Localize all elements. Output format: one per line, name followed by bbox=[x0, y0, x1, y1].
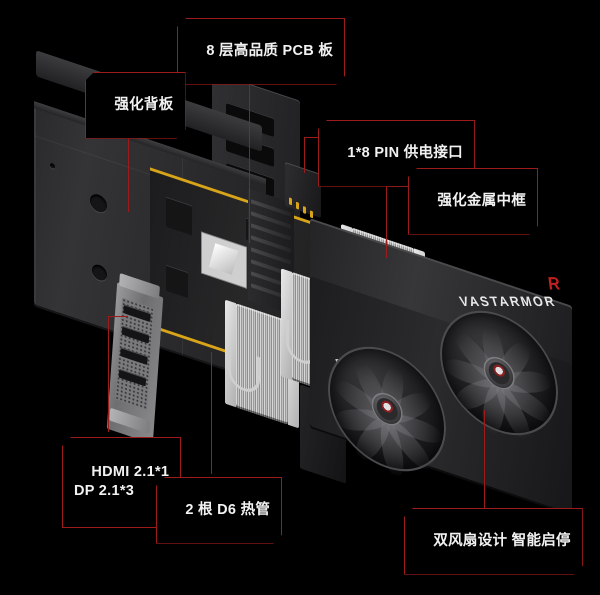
gpu-die bbox=[202, 232, 246, 288]
brand-wordmark: VASTARMOR bbox=[457, 293, 558, 310]
leader-line-power-v bbox=[304, 137, 306, 173]
leader-line-io-h bbox=[108, 316, 128, 318]
leader-line-pcb bbox=[249, 53, 251, 243]
leader-line-fans bbox=[484, 410, 486, 508]
callout-heatpipe[interactable]: 2 根 D6 热管 bbox=[156, 477, 282, 544]
leader-line-midframe-v bbox=[386, 186, 388, 258]
callout-pcb[interactable]: 8 层高品质 PCB 板 bbox=[177, 18, 345, 85]
callout-fans[interactable]: 双风扇设计 智能启停 bbox=[404, 508, 583, 575]
leader-line-backplate bbox=[128, 102, 130, 212]
callout-backplate[interactable]: 强化背板 bbox=[85, 72, 186, 139]
graphics-card-assembly: VASTARMOR RADEON R bbox=[300, 218, 578, 516]
radeon-r-logo: R bbox=[544, 273, 563, 294]
leader-line-heatpipe bbox=[211, 352, 213, 474]
io-bracket bbox=[106, 272, 164, 444]
leader-line-midframe-h bbox=[386, 186, 412, 188]
leader-line-io-v bbox=[108, 316, 110, 432]
callout-midframe[interactable]: 强化金属中框 bbox=[408, 168, 538, 235]
leader-line-power-h bbox=[304, 137, 326, 139]
